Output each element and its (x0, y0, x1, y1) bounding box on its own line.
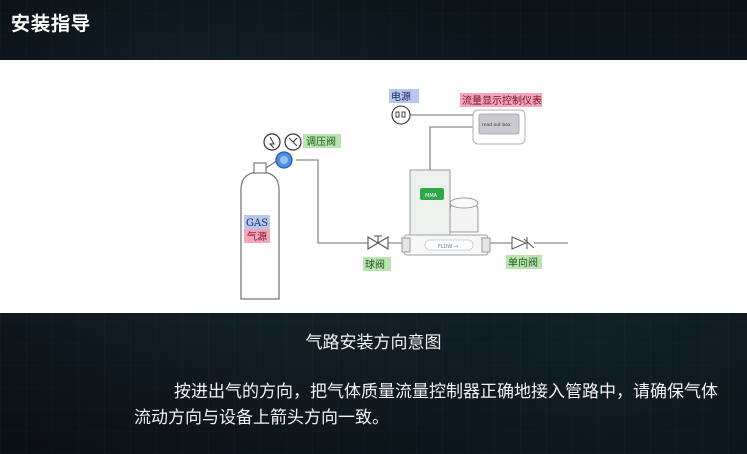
check-valve-icon (511, 236, 528, 250)
installation-instruction: 按进出气的方向，把气体质量流量控制器正确地接入管路中，请确保气体流动方向与设备上… (134, 382, 718, 428)
gas-cylinder: GAS 气源 (240, 159, 280, 300)
gas-line-diagram: GAS 气源 调压阀 球阀 MMA (240, 89, 568, 300)
ball-valve-label: 球阀 (365, 258, 385, 271)
flow-display-label: 流量显示控制仪表 (462, 94, 542, 107)
ball-valve: 球阀 (363, 235, 391, 271)
header-bar: 安装指导 (0, 0, 747, 60)
pressure-regulator: 调压阀 (263, 133, 341, 169)
mfc-badge: MMA (425, 193, 438, 199)
check-valve-label: 单向阀 (508, 256, 538, 269)
pipe-regulator-to-valve (296, 159, 368, 244)
power-label: 电源 (391, 90, 411, 103)
flow-display-instrument: 流量显示控制仪表 read out box (460, 93, 542, 145)
regulator-label: 调压阀 (306, 135, 336, 148)
gas-source-label: 气源 (247, 230, 267, 243)
flow-direction-arrow: FLOW → (438, 244, 458, 250)
mass-flow-controller: MMA FLOW → (401, 169, 491, 256)
page-title: 安装指导 (11, 13, 92, 35)
power-supply: 电源 (389, 89, 419, 125)
check-valve: 单向阀 (506, 236, 542, 269)
gas-pipes (296, 114, 568, 244)
readout-box-label: read out box (482, 122, 511, 128)
gas-label: GAS (246, 218, 268, 229)
installation-diagram-panel: GAS 气源 调压阀 球阀 MMA (0, 60, 747, 313)
power-plug-icon (391, 105, 411, 125)
diagram-caption: 气路安装方向意图 (305, 333, 442, 353)
pressure-gauge-left-icon (263, 133, 281, 151)
cable-mfc-to-display (429, 126, 475, 170)
